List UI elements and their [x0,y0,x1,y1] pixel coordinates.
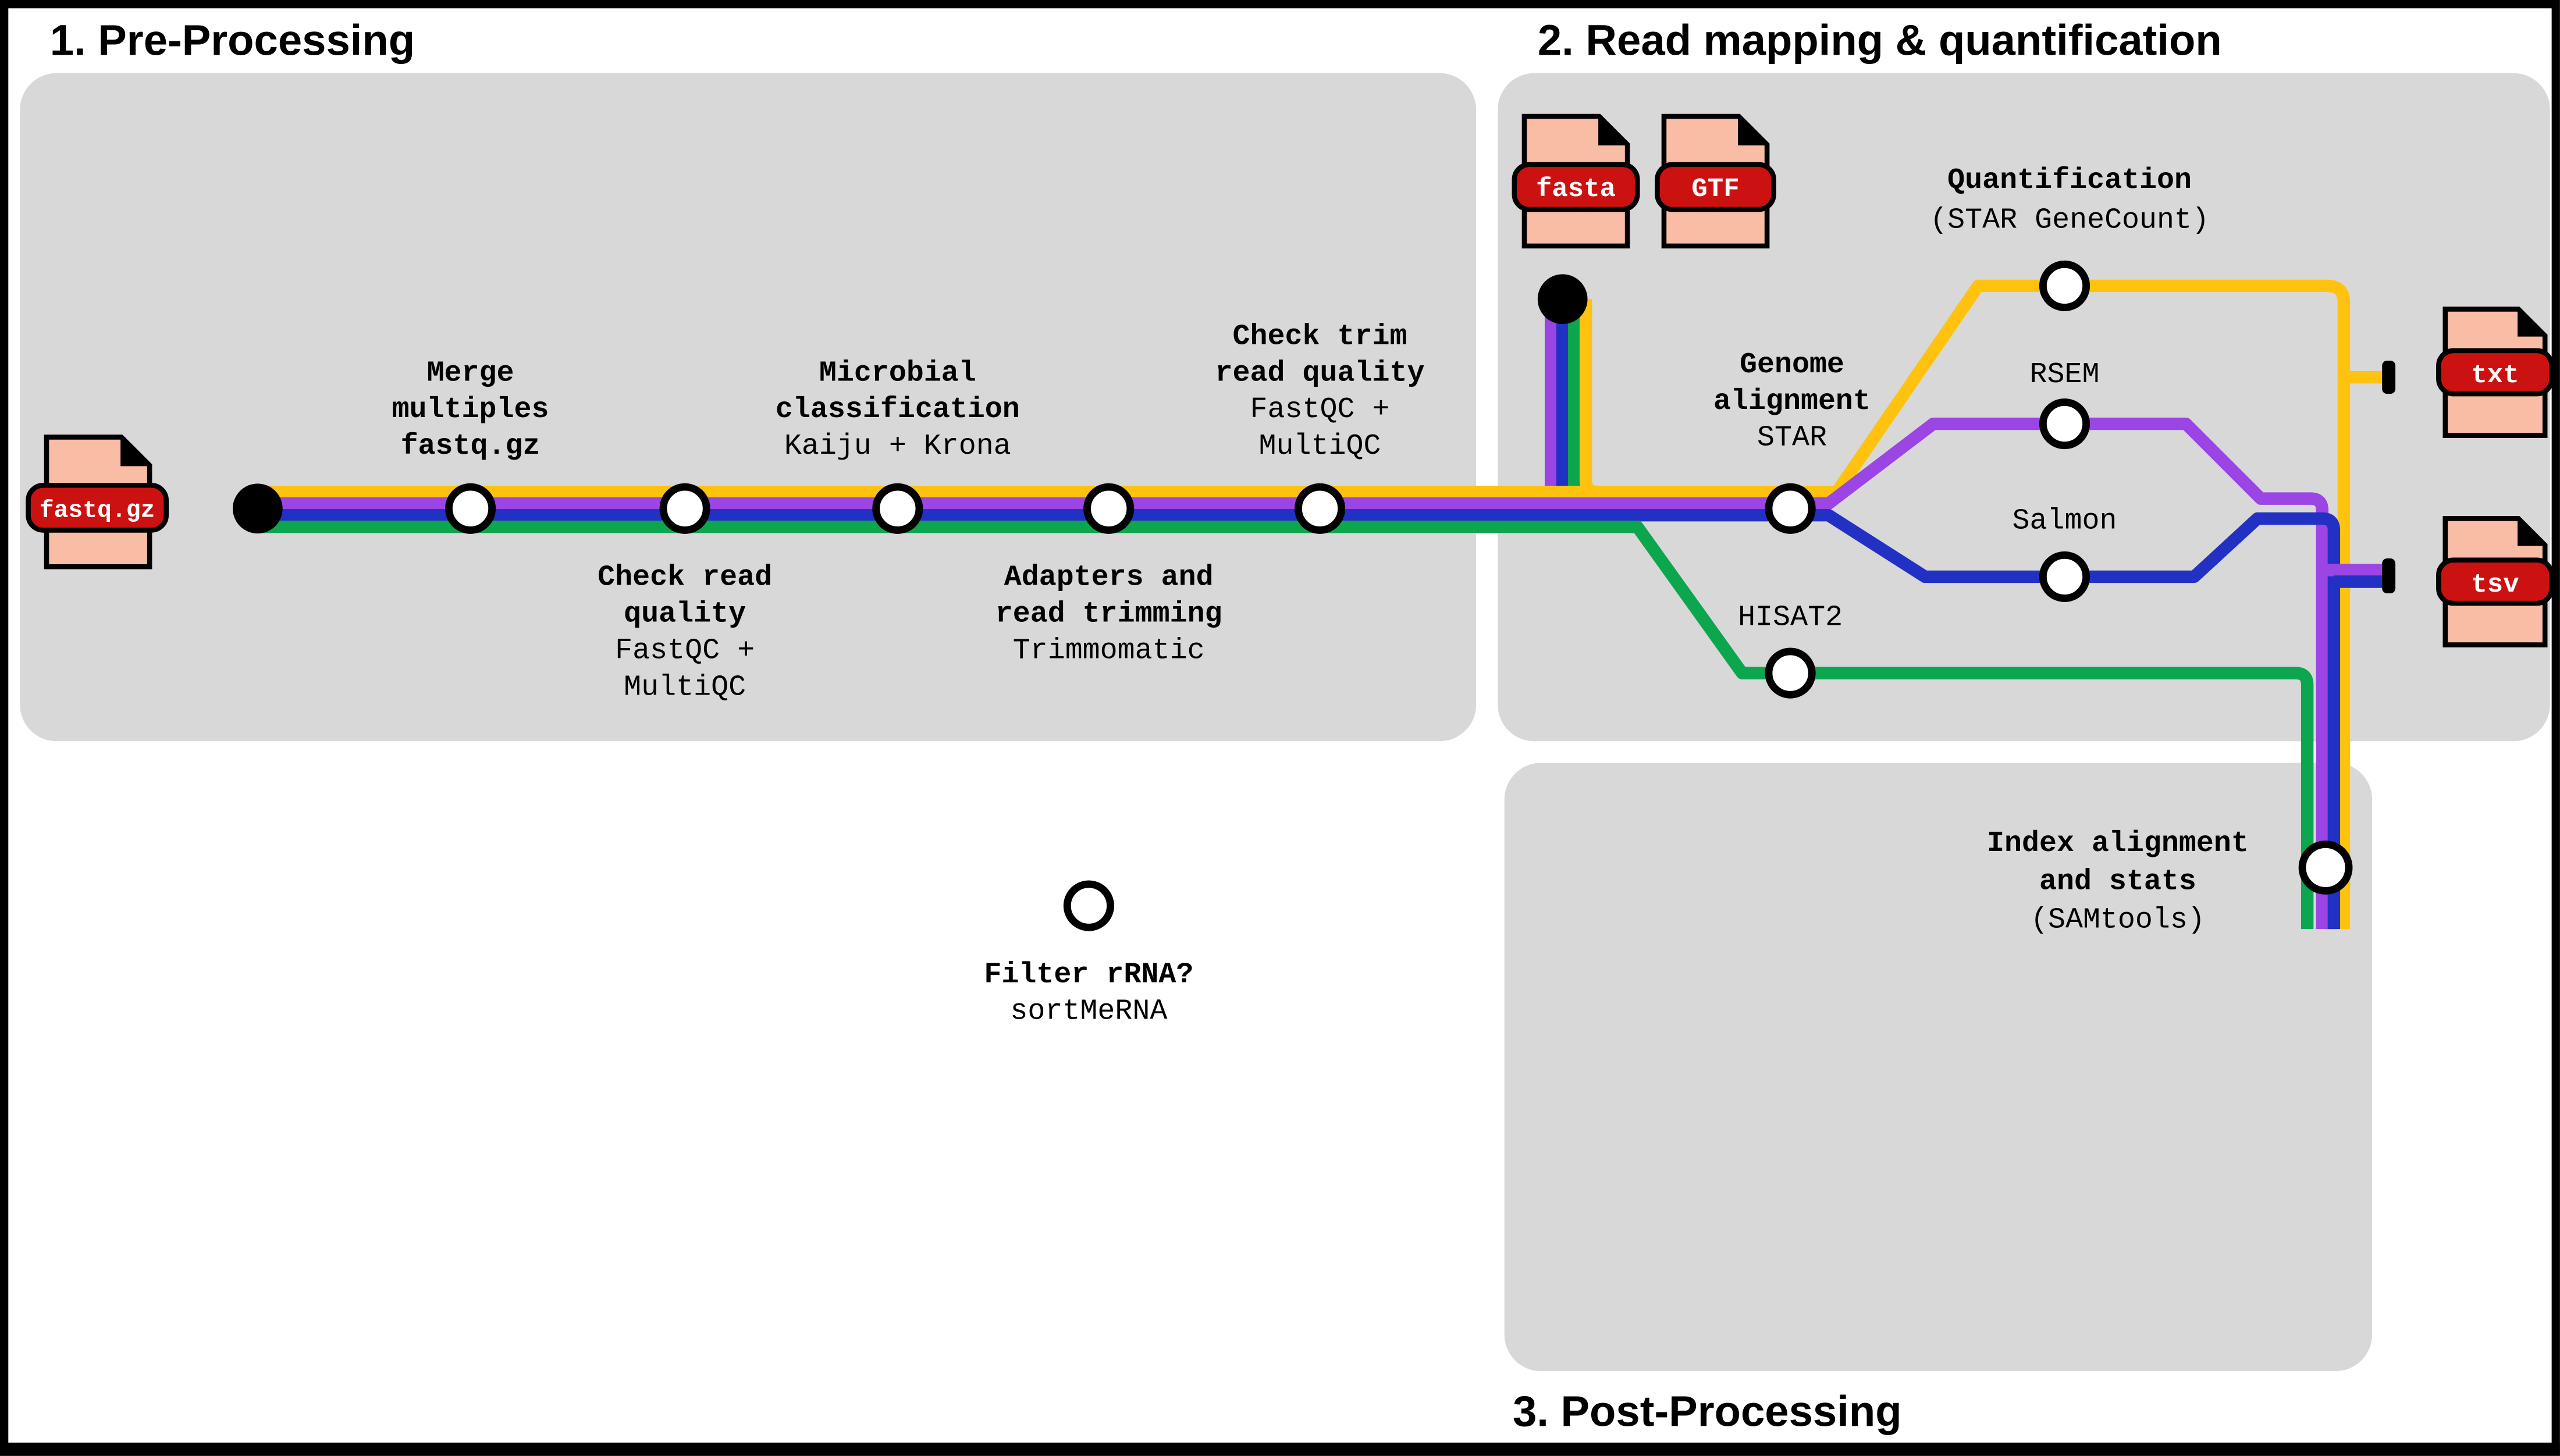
station-check-trim-quality [1294,483,1346,534]
station-microbial-classification [872,483,923,534]
label-quantification: Quantification (STAR GeneCount) [1930,164,2209,237]
station-filter-rrna [1063,880,1114,931]
label-line: Genome [1740,348,1844,382]
label-tool: MultiQC [624,671,746,704]
start-terminal-fastq [232,483,283,534]
label-line: fastq.gz [401,430,541,463]
label-line: Quantification [1947,164,2192,197]
file-label-band [1655,162,1776,212]
document-fold-corner [1738,114,1769,145]
panel-postprocessing [1504,763,2373,1372]
station-quantification [2039,260,2090,311]
station-index-stats-samtools [2298,840,2353,895]
label-line: quality [624,598,746,631]
label-line: Filter rRNA? [984,959,1193,992]
document-fold-corner [2518,516,2547,546]
label-tool: FastQC + [1250,393,1390,426]
label-rsem: RSEM [2030,358,2100,391]
file-label-band [1512,162,1640,212]
label-microbial-classification: Microbial classification Kaiju + Krona [776,357,1020,463]
label-line: Microbial [819,357,976,390]
label-line: multiples [392,393,549,426]
file-label-band [2436,557,2554,606]
metro-line-green [257,520,2314,930]
label-merge: Merge multiples fastq.gz [392,357,549,463]
section-title-preprocessing: 1. Pre-Processing [50,16,415,64]
file-label-fastq-gz: fastq.gz [40,498,155,525]
label-check-read-quality: Check read quality FastQC + MultiQC [598,561,772,704]
label-adapters-trimming: Adapters and read trimming Trimmomatic [995,561,1222,668]
label-filter-rrna: Filter rRNA? sortMeRNA [984,959,1193,1028]
metro-line-yellow [257,279,2351,930]
frame-bottom-bar [0,1442,2560,1456]
label-tool: Kaiju + Krona [784,430,1011,463]
label-line: Check read [598,561,772,594]
file-label-tsv: tsv [2471,569,2519,600]
file-label-txt: txt [2471,360,2519,390]
label-tool: FastQC + [615,634,755,667]
label-tool: STAR [1757,422,1827,455]
station-salmon [2039,551,2090,602]
section-title-mapping: 2. Read mapping & quantification [1538,16,2222,64]
document-fold-corner [2518,307,2547,337]
station-adapters-trimming [1083,483,1135,534]
file-label-band [2436,348,2554,397]
metro-line-blue [257,508,2341,930]
file-label-gtf: GTF [1691,174,1739,204]
label-tool: sortMeRNA [1010,995,1167,1028]
terminator-tsv [2382,558,2396,593]
label-line: classification [776,393,1020,426]
label-genome-alignment: Genome alignment STAR [1713,348,1871,455]
station-merge [445,483,496,534]
label-line: and stats [2039,866,2196,899]
file-icon-gtf: GTF [1655,113,1776,249]
file-label-band [26,482,169,533]
file-icon-tsv: tsv [2436,516,2554,647]
file-label-fasta: fasta [1536,174,1616,204]
station-hisat2 [1765,647,1816,699]
label-hisat2: HISAT2 [1738,601,1843,634]
document-fold-corner [1598,114,1630,145]
file-icon-fasta: fasta [1512,113,1640,249]
terminator-txt [2382,360,2396,394]
station-check-read-quality [659,483,710,534]
label-tool: (SAMtools) [2031,903,2205,937]
start-terminal-reference [1537,274,1588,325]
file-icon-txt: txt [2436,307,2554,438]
document-fold-corner [120,435,152,467]
file-icon-fastq-gz: fastq.gz [26,435,169,569]
label-check-trim-quality: Check trim read quality FastQC + MultiQC [1215,320,1425,463]
label-line: Adapters and [1004,561,1214,594]
metro-line-purple [257,417,2329,930]
label-tool: (STAR GeneCount) [1930,204,2209,237]
label-line: Index alignment [1987,827,2249,860]
label-line: alignment [1713,385,1871,418]
label-index-stats: Index alignment and stats (SAMtools) [1987,827,2249,937]
label-line: read quality [1215,357,1425,390]
label-tool: Trimmomatic [1013,634,1205,667]
label-line: read trimming [995,598,1222,631]
label-line: Check trim [1233,320,1407,353]
station-rsem [2039,398,2090,450]
label-tool: MultiQC [1259,430,1381,463]
label-line: Merge [427,357,514,390]
panel-preprocessing [20,73,1477,742]
section-title-postprocessing: 3. Post-Processing [1513,1387,1902,1435]
label-salmon: Salmon [2013,505,2117,538]
station-genome-alignment-star [1765,483,1816,534]
